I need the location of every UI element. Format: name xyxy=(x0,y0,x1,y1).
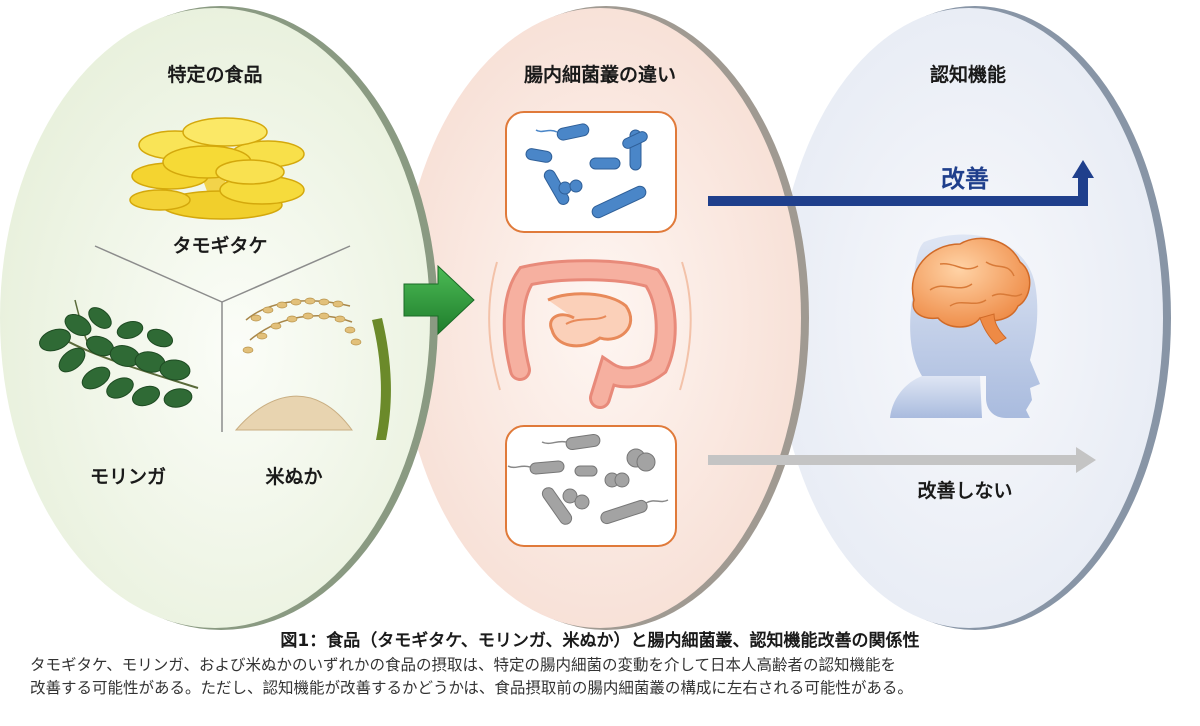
header-cognition: 認知機能 xyxy=(929,64,1007,86)
brain-icon xyxy=(911,237,1031,345)
food-dividers xyxy=(94,245,351,432)
no-improve-label: 改善しない xyxy=(917,480,1013,502)
figure-caption: 図1：食品（タモギタケ、モリンガ、米ぬか）と腸内細菌叢、認知機能改善の関係性 タ… xyxy=(0,628,1200,700)
food-label-rice-bran: 米ぬか xyxy=(265,466,323,488)
oval-food xyxy=(0,6,438,630)
food-label-moringa: モリンガ xyxy=(89,466,167,488)
caption-line-1: タモギタケ、モリンガ、および米ぬかのいずれかの食品の摂取は、特定の腸内細菌の変動… xyxy=(30,656,896,674)
header-food: 特定の食品 xyxy=(167,64,263,86)
no-improve-arrow xyxy=(708,447,1096,473)
rice-bran-icon xyxy=(234,297,391,440)
blue-bacteria-box xyxy=(505,111,677,233)
improve-arrow xyxy=(708,160,1094,206)
human-head-brain-icon xyxy=(890,234,1040,418)
gray-bacteria-box xyxy=(505,425,677,547)
diagram-canvas xyxy=(0,6,1171,630)
blue-bacteria-icon xyxy=(525,123,648,219)
header-microbiota: 腸内細菌叢の違い xyxy=(523,64,677,86)
caption-title: 図1：食品（タモギタケ、モリンガ、米ぬか）と腸内細菌叢、認知機能改善の関係性 xyxy=(280,631,920,651)
gray-bacteria-icon xyxy=(507,433,669,525)
food-label-tamogitake: タモギタケ xyxy=(172,235,268,257)
improve-label: 改善 xyxy=(941,165,989,193)
intestine-icon xyxy=(488,259,692,409)
moringa-leaves-icon xyxy=(39,299,199,408)
figure-diagram: 特定の食品 腸内細菌叢の違い 認知機能 タモギタケ モリンガ 米ぬか 改善 改善… xyxy=(0,6,1171,630)
oyster-mushroom-icon xyxy=(129,117,305,220)
green-arrow-icon xyxy=(403,264,475,336)
caption-line-2: 改善する可能性がある。ただし、認知機能が改善するかどうかは、食品摂取前の腸内細菌… xyxy=(30,679,913,697)
